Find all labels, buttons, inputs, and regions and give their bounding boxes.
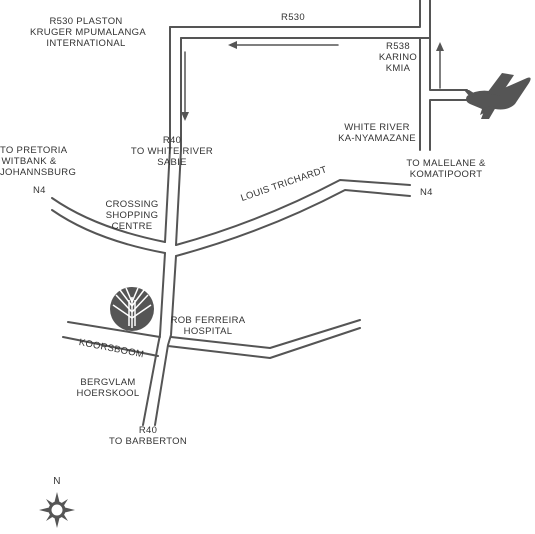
tree-logo-icon bbox=[110, 287, 154, 331]
compass-rose-icon bbox=[39, 492, 75, 528]
label-r538-karino: R538 KARINO KMIA bbox=[378, 41, 418, 74]
label-crossing-centre: CROSSING SHOPPING CENTRE bbox=[105, 199, 159, 232]
label-white-river-kanyamazane: WHITE RIVER KA-NYAMAZANE bbox=[338, 122, 416, 144]
road-r40-north-east bbox=[175, 37, 182, 246]
arrow-up-head bbox=[436, 42, 444, 51]
road-r530 bbox=[169, 0, 431, 39]
road-rob-ferreira-north bbox=[170, 319, 361, 349]
road-r40-south-east bbox=[154, 255, 177, 426]
road-n4-left-2 bbox=[51, 209, 166, 254]
road-r40-south-west bbox=[142, 252, 166, 426]
label-r40-white-river: R40 TO WHITE RIVER SABIE bbox=[130, 135, 214, 168]
label-r530-plaston: R530 PLASTON KRUGER MPUMALANGA INTERNATI… bbox=[30, 16, 146, 49]
arrow-down-head bbox=[181, 112, 189, 121]
road-louis-trichardt-2 bbox=[175, 189, 411, 257]
road-koorsboom-north bbox=[67, 321, 161, 338]
label-r40-barberton: R40 TO BARBERTON bbox=[108, 425, 188, 447]
road-n4-left bbox=[51, 197, 166, 243]
road-r40-north-west bbox=[164, 26, 171, 243]
road-koorsboom-south bbox=[62, 336, 159, 357]
label-rob-ferreira: ROB FERREIRA HOSPITAL bbox=[170, 315, 246, 337]
label-r530-top: R530 bbox=[281, 12, 305, 23]
compass-north-label: N bbox=[53, 476, 61, 487]
label-bergvlam: BERGVLAM HOERSKOOL bbox=[76, 377, 140, 399]
label-n4-right: N4 bbox=[420, 187, 433, 198]
road-r538-east bbox=[429, 37, 468, 151]
road-louis-trichardt bbox=[175, 179, 411, 246]
airplane-icon bbox=[464, 73, 531, 119]
label-to-pretoria: TO PRETORIA WITBANK & JOHANNSBURG bbox=[0, 145, 77, 178]
arrow-left-head bbox=[228, 41, 237, 49]
road-rob-ferreira-south bbox=[167, 327, 361, 359]
label-n4-left: N4 bbox=[33, 185, 46, 196]
label-to-malelane: TO MALELANE & KOMATIPOORT bbox=[406, 158, 486, 180]
